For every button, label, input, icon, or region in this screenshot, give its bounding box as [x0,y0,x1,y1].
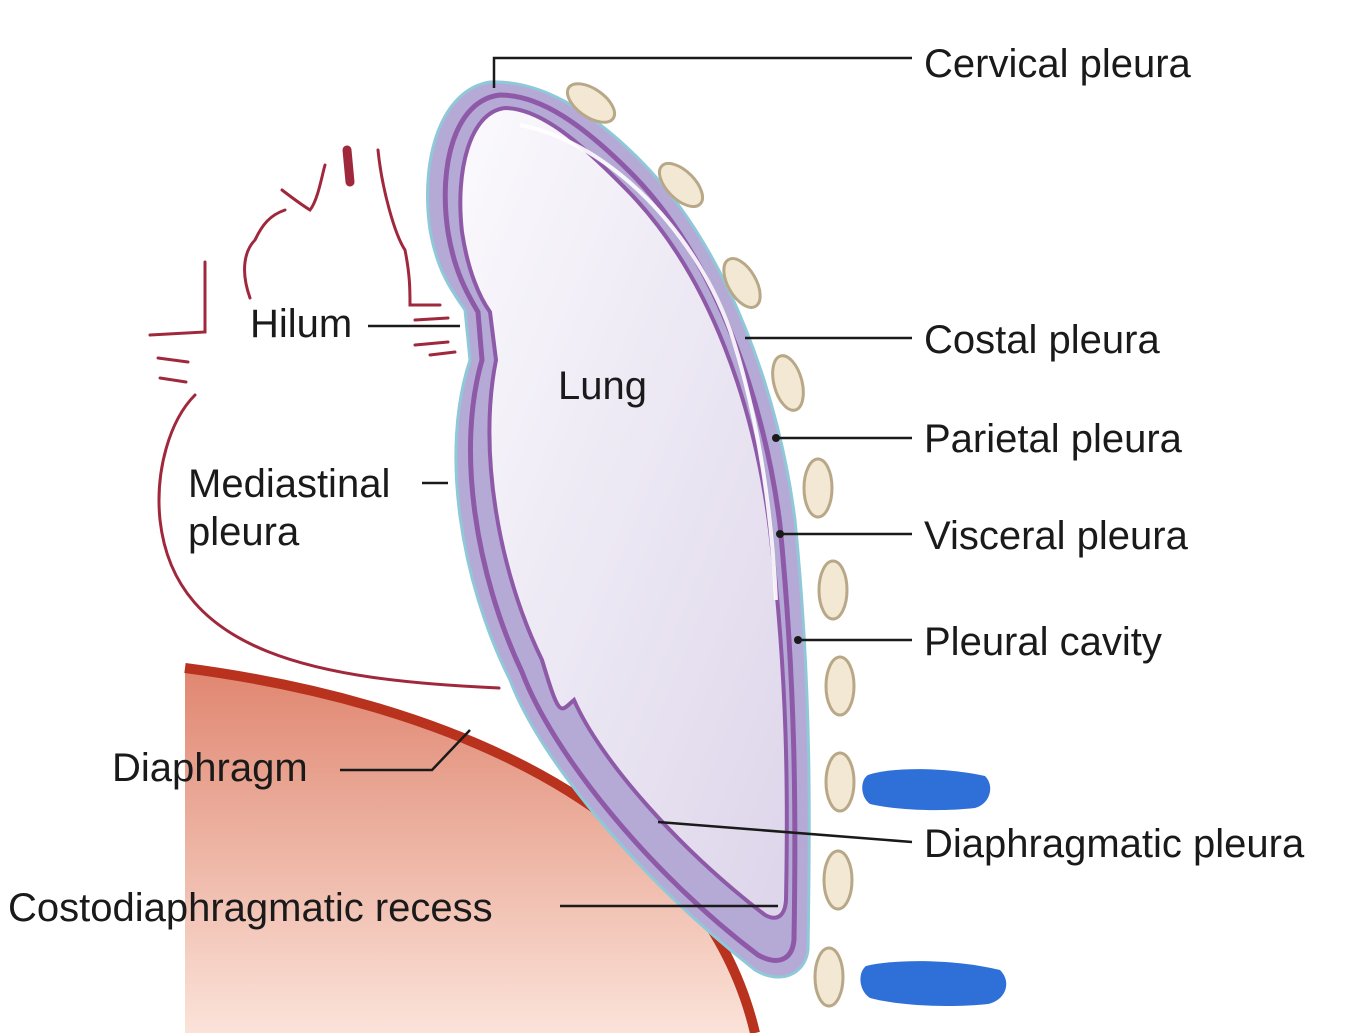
rib-3 [722,257,762,309]
redaction-scribbles [860,769,1007,1006]
rib-6 [817,559,849,621]
leader-cervical-pleura [492,56,912,88]
vessel-outline-4 [280,163,327,212]
rib-1 [565,82,617,124]
lung-highlight [519,123,778,601]
rib-2 [657,161,705,209]
label-hilum: Hilum [250,302,353,346]
leader-diaphragmatic-pleura [657,820,913,844]
ribs [565,82,856,1008]
dot-parietal-pleura [772,434,780,442]
dot-pleural-cavity [794,636,802,644]
leader-lines [340,56,913,908]
label-lung: Lung [558,364,647,408]
label-visceral-pleura: Visceral pleura [924,514,1188,558]
label-diaphragm: Diaphragm [112,746,308,790]
rib-8 [824,751,856,813]
label-costal-pleura: Costal pleura [924,318,1160,362]
lung-group [426,80,811,979]
mediastinal-border [157,393,501,690]
label-parietal-pleura: Parietal pleura [924,417,1182,461]
label-mediastinal-pleura-line1: Mediastinal [188,462,391,506]
vessel-outline-5 [376,148,442,307]
label-costodiaphragmatic-recess: Costodiaphragmatic recess [8,886,493,930]
label-cervical-pleura: Cervical pleura [924,42,1191,86]
vessel-thick [342,145,355,187]
redaction-2 [860,961,1007,1006]
diaphragm-muscle [185,668,755,1033]
rib-4 [771,354,805,412]
label-mediastinal-pleura-line2: pleura [188,510,300,554]
vessel-outline-1 [148,260,207,337]
rib-5 [802,457,834,519]
dot-visceral-pleura [776,530,784,538]
rib-9 [822,849,854,911]
lung [458,105,789,920]
rib-10 [813,946,845,1008]
vessel-outline-3 [243,208,287,300]
label-diaphragmatic-pleura: Diaphragmatic pleura [924,822,1305,866]
leader-diaphragm [340,729,471,772]
redaction-1 [862,769,991,811]
label-pleural-cavity: Pleural cavity [924,620,1162,664]
rib-7 [824,655,856,717]
vessel-outline-2 [156,356,190,384]
leader-dots [772,434,802,644]
hilum-vessels [413,316,457,357]
